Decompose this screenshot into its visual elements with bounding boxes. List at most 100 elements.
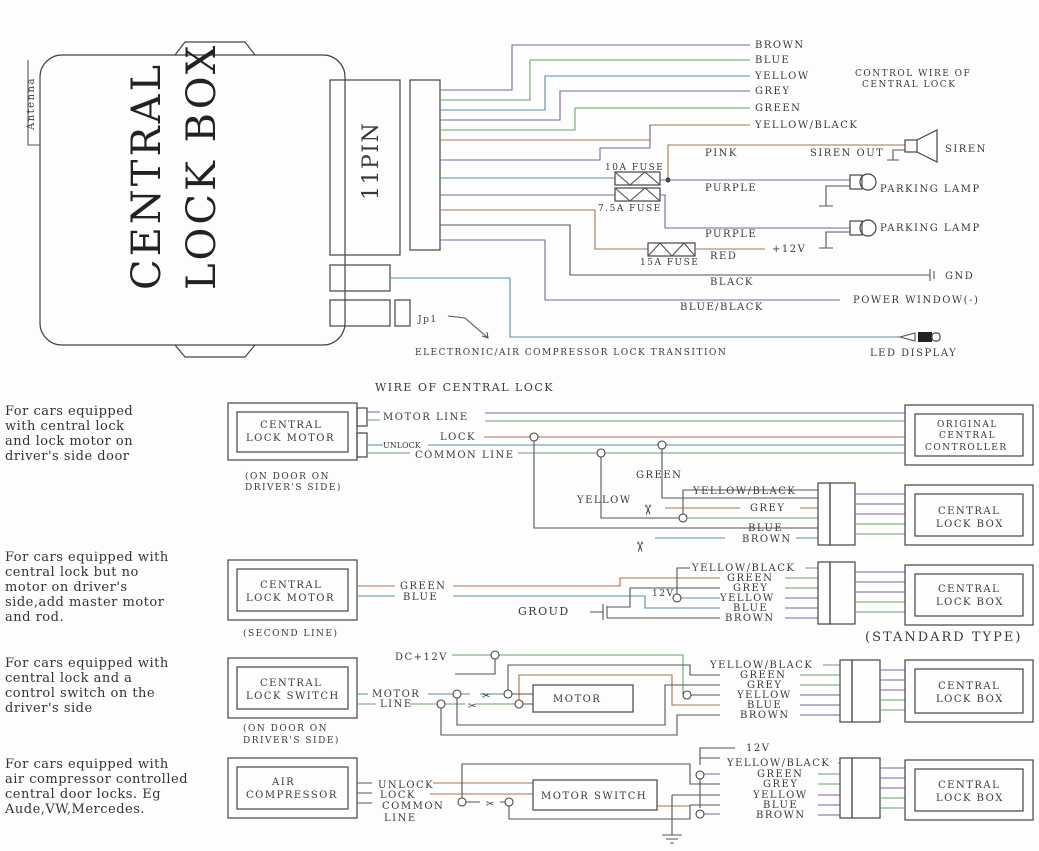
row-description: For cars equipped with <box>5 656 169 671</box>
line-label: LINE <box>384 813 417 824</box>
row-description: For cars equipped with <box>5 550 169 565</box>
purple-label-2: PURPLE <box>705 229 757 240</box>
wire-label: GREY <box>747 680 782 691</box>
wire-label: GREEN <box>727 573 773 584</box>
common-line-label: COMMON LINE <box>415 450 515 461</box>
wire-label: GREEN <box>740 670 786 681</box>
yellow-label: YELLOW <box>576 495 632 506</box>
wire-label-grey: GREY <box>755 86 790 97</box>
device-label: LOCK MOTOR <box>246 433 335 444</box>
siren-icon <box>887 129 938 163</box>
wire-label-green: GREEN <box>755 103 801 114</box>
unlock-label: UNLOCK <box>383 441 422 450</box>
red-label: RED <box>710 251 737 262</box>
ground-icon <box>662 794 720 844</box>
splice-node <box>436 699 446 709</box>
wire-label: BLUE <box>733 603 768 614</box>
transition-label: ELECTRONIC/AIR COMPRESSOR LOCK TRANSITIO… <box>415 348 727 358</box>
row-1-lock-motor-driver-door: For cars equipped with central lock and … <box>5 402 1034 554</box>
fuse-10a-icon <box>614 171 661 186</box>
row-description: and lock motor on <box>5 434 133 449</box>
device-note: (SECOND LINE) <box>243 628 338 639</box>
splice-node <box>490 650 500 660</box>
row-description: side,add master motor <box>5 595 165 610</box>
row-description: central door locks. Eg <box>5 787 161 802</box>
line-input-label: LINE <box>380 699 413 710</box>
device-label: CENTRAL <box>260 580 322 591</box>
row-description: central lock but no <box>5 565 139 580</box>
splice-node <box>682 690 692 700</box>
row-description: central lock and a <box>5 671 132 686</box>
wire-label-yellow: YELLOW <box>754 71 810 82</box>
device-label: COMPRESSOR <box>246 790 338 801</box>
row-description: air compressor controlled <box>5 772 188 787</box>
central-lock-box-unit: CENTRAL LOCK BOX 11PIN Jp1 Antenna <box>26 41 441 358</box>
lock-label: LOCK <box>380 790 416 801</box>
target-label: CENTRAL <box>938 681 1000 692</box>
wire-label: GREY <box>750 503 785 514</box>
row-description: For cars equipped <box>5 404 133 419</box>
motor-line-label: MOTOR LINE <box>383 412 469 423</box>
12v-label: 12V <box>746 743 770 754</box>
wire-label: YELLOW <box>719 593 775 604</box>
splice-node <box>695 770 705 780</box>
purple-label-1: PURPLE <box>705 183 757 194</box>
row-2-no-driver-motor: For cars equipped with central lock but … <box>5 550 1034 645</box>
wire-label: BROWN <box>740 710 790 721</box>
wire-label: YELLOW/BLACK <box>691 563 795 574</box>
target-label: LOCK BOX <box>936 519 1004 530</box>
wire-label: GREY <box>733 583 768 594</box>
splice-node <box>695 809 705 819</box>
row-4-air-compressor: For cars equipped with air compressor co… <box>4 743 1034 844</box>
arrow-icon <box>447 315 489 339</box>
wire-label-yellow-black: YELLOW/BLACK <box>754 120 858 131</box>
fuse-15a-icon <box>647 242 696 257</box>
device-label: LOCK SWITCH <box>246 691 340 702</box>
device-label: CENTRAL <box>260 678 322 689</box>
ground-icon <box>929 269 935 281</box>
device-note: DRIVER'S SIDE) <box>243 735 340 746</box>
row-description: control switch on the <box>5 686 155 701</box>
control-note-line1: CONTROL WIRE OF <box>855 69 971 79</box>
controller-label: ORIGINAL <box>937 420 998 430</box>
unit-title-line2: LOCK BOX <box>179 43 225 290</box>
control-note-line2: CENTRAL LOCK <box>862 80 956 90</box>
row-description: Aude,VW,Mercedes. <box>4 802 145 817</box>
splice-node <box>672 593 682 603</box>
wire-label: YELLOW/BLACK <box>726 758 830 769</box>
splice-node <box>452 689 462 699</box>
wire-label: BLUE <box>748 523 783 534</box>
scissors-icon: ✂ <box>639 504 655 517</box>
wire-label: BROWN <box>725 613 775 624</box>
unlock-label: UNLOCK <box>378 780 434 791</box>
unit-title-line1: CENTRAL <box>124 62 170 290</box>
wire-label: YELLOW <box>752 790 808 801</box>
row-description: with central lock <box>5 419 124 434</box>
parking-lamp-icon <box>819 219 877 249</box>
device-note: (ON DOOR ON <box>245 471 330 482</box>
target-label: LOCK BOX <box>936 694 1004 705</box>
led-display-label: LED DISPLAY <box>870 348 957 359</box>
12v-label: 12V <box>652 589 674 599</box>
splice-node <box>596 448 606 458</box>
target-label: LOCK BOX <box>936 793 1004 804</box>
parking-lamp-icon <box>819 173 877 207</box>
fuse-7-5a-icon <box>614 187 661 202</box>
splice-node <box>514 699 524 709</box>
wire-label: YELLOW/BLACK <box>709 660 813 671</box>
row-description: driver's side <box>5 701 93 716</box>
scissors-icon: ✂ <box>631 541 647 554</box>
row-description: driver's side door <box>5 449 130 464</box>
motor-switch-label: MOTOR SWITCH <box>541 791 647 802</box>
device-label: LOCK MOTOR <box>246 593 335 604</box>
device-note: DRIVER'S SIDE) <box>245 482 342 493</box>
fuse-15a-label: 15A FUSE <box>640 258 699 268</box>
wire-label: GREEN <box>757 769 803 780</box>
splice-node <box>657 440 667 450</box>
device-note: (ON DOOR ON <box>243 723 328 734</box>
power-window-label: POWER WINDOW(-) <box>853 295 979 306</box>
scissors-icon: ✂ <box>486 799 496 810</box>
dc-12v-label: DC+12V <box>395 652 448 663</box>
wire-label: BROWN <box>756 810 806 821</box>
